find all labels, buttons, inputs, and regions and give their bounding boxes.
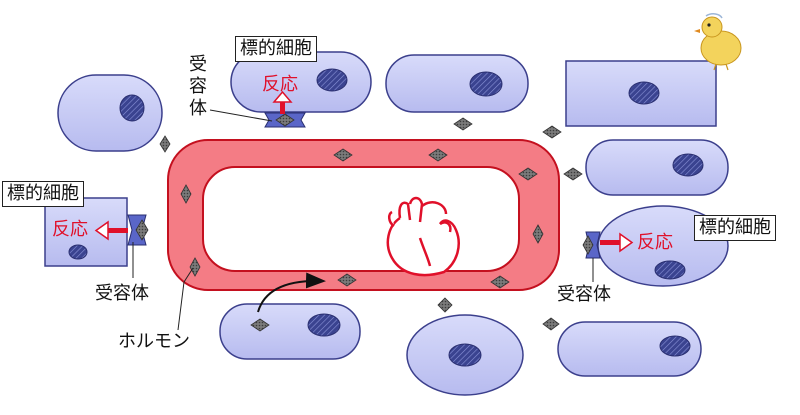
- hormone-diamond-icon: [337, 273, 357, 287]
- cell-bottom-right: [557, 321, 702, 377]
- hormone-diamond-icon: [532, 224, 544, 244]
- receptor-label-right: 受容体: [557, 284, 611, 305]
- receptor-right: [582, 231, 601, 259]
- hormone-diamond-icon: [542, 317, 560, 331]
- nucleus: [654, 260, 686, 280]
- hormone-diamond-icon: [180, 184, 192, 204]
- arrow-icon: [600, 232, 634, 253]
- hormone-diamond-icon: [250, 318, 270, 332]
- nucleus: [628, 81, 660, 105]
- hormone-diamond-icon: [275, 113, 295, 127]
- target-cell-label-right: 標的細胞: [694, 215, 776, 241]
- target-cell-label-top: 標的細胞: [235, 36, 317, 62]
- hormone-diamond-icon: [135, 219, 149, 241]
- hormone-diamond-icon: [518, 167, 538, 181]
- nucleus: [672, 153, 704, 177]
- receptor-left: [127, 214, 149, 246]
- cell-top-middle: [385, 54, 529, 113]
- reaction-label-top: 反応: [262, 74, 298, 95]
- cell-top-right: [565, 60, 717, 127]
- reaction-label-left: 反応: [52, 219, 88, 240]
- hormone-diamond-icon: [490, 275, 510, 289]
- nucleus: [68, 244, 88, 260]
- arrow-icon: [272, 90, 293, 114]
- receptor-label-left: 受容体: [95, 283, 149, 304]
- receptor-top: [264, 112, 306, 128]
- hormone-label: ホルモン: [118, 331, 190, 352]
- cell-top-left: [57, 74, 163, 152]
- hormone-diamond-icon: [453, 117, 473, 131]
- heart-icon: [386, 196, 460, 277]
- nucleus: [448, 343, 482, 367]
- cell-bottom-left: [219, 303, 361, 360]
- nucleus: [307, 313, 341, 337]
- hormones: [159, 117, 583, 332]
- nuclei: [68, 68, 704, 367]
- chick-icon: [694, 13, 742, 71]
- nucleus: [316, 68, 348, 92]
- leader-lines: [132, 109, 594, 331]
- hormone-diamond-icon: [582, 235, 594, 255]
- hormone-diamond-icon: [437, 297, 453, 313]
- hormone-diamond-icon: [189, 257, 201, 277]
- cells: [44, 51, 729, 396]
- nucleus: [469, 71, 503, 97]
- receptor-label-top: 受容体: [189, 54, 207, 119]
- reaction-arrows: [94, 90, 634, 253]
- blood-vessel: [167, 139, 560, 291]
- cell-right-middle: [585, 139, 729, 196]
- target-cell-label-left: 標的細胞: [2, 181, 84, 207]
- hormone-diamond-icon: [542, 125, 562, 139]
- arrow-icon: [257, 272, 326, 313]
- hormone-diamond-icon: [563, 167, 583, 181]
- arrow-icon: [94, 220, 128, 241]
- hormone-diamond-icon: [159, 135, 171, 153]
- hormone-diamond-icon: [333, 148, 353, 162]
- reaction-label-right: 反応: [637, 232, 673, 253]
- nucleus: [119, 94, 145, 122]
- nucleus: [659, 335, 691, 357]
- hormone-diamond-icon: [428, 148, 448, 162]
